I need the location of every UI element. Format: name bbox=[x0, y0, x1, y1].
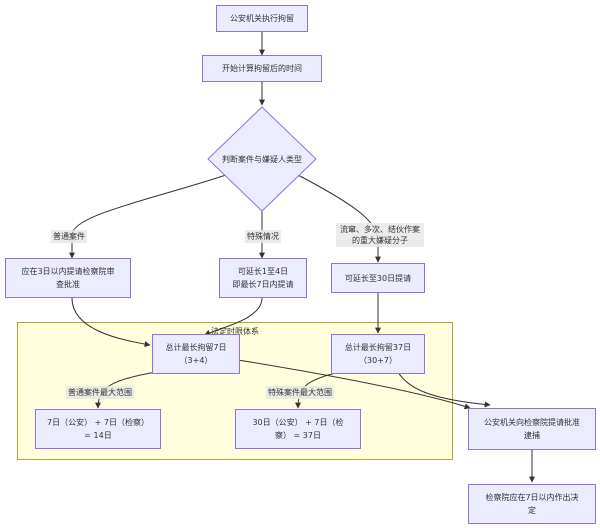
edge-decision-normal bbox=[69, 174, 227, 259]
node-total-37-line1: 总计最长拘留37日 bbox=[344, 343, 412, 352]
node-procuratorate-decide: 检察院应在7日以内作出决 定 bbox=[468, 484, 596, 524]
node-major-extend-text: 可延长至30日提请 bbox=[344, 273, 412, 283]
cluster-title: 法定时限体系 bbox=[211, 327, 259, 336]
edge-label-special-case: 特殊情况 bbox=[245, 230, 281, 243]
edge-special-total7 bbox=[204, 297, 263, 336]
decision-text: 判断案件与嫌疑人类型 bbox=[222, 155, 302, 164]
edge-label-normal-max: 普通案件最大范围 bbox=[66, 386, 134, 399]
node-special-extend-line2: 即最长7日内提请 bbox=[232, 280, 294, 289]
node-procuratorate-decide-line1: 检察院应在7日以内作出决 bbox=[485, 493, 579, 502]
edge-label-major-line1: 流窜、多次、结伙作案 bbox=[340, 225, 420, 234]
node-total-7-line2: （3+4） bbox=[179, 356, 213, 365]
edge-label-major-suspect: 流窜、多次、结伙作案 的重大嫌疑分子 bbox=[336, 223, 424, 247]
node-range-14: 7日（公安） + 7日（检察） = 14日 bbox=[35, 409, 161, 449]
node-range-14-line1: 7日（公安） + 7日（检察） bbox=[47, 418, 149, 427]
node-range-37-line2: 察） = 37日 bbox=[275, 431, 321, 440]
edge-total37-submit bbox=[397, 371, 491, 408]
decision-diamond bbox=[207, 106, 317, 212]
node-normal-apply-line1: 应在3日以内提请检察院审 bbox=[21, 267, 115, 276]
node-special-extend: 可延长1至4日 即最长7日内提请 bbox=[219, 258, 307, 298]
node-submit-arrest-line1: 公安机关向检察院提请批准 bbox=[484, 418, 580, 427]
node-total-37: 总计最长拘留37日 （30+7） bbox=[331, 334, 425, 374]
node-total-37-line2: （30+7） bbox=[359, 356, 397, 365]
node-total-7-line1: 总计最长拘留7日 bbox=[165, 343, 227, 352]
node-normal-apply: 应在3日以内提请检察院审 查批准 bbox=[5, 258, 131, 298]
node-procuratorate-decide-line2: 定 bbox=[528, 506, 536, 515]
edge-total7-range7 bbox=[95, 371, 157, 409]
node-police-detention-text: 公安机关执行拘留 bbox=[230, 14, 294, 23]
edge-normal-total7 bbox=[71, 297, 151, 348]
node-normal-apply-line2: 查批准 bbox=[56, 280, 80, 289]
node-range-37: 30日（公安） + 7日（检 察） = 37日 bbox=[235, 409, 361, 449]
edge-label-special-max: 特殊案件最大范围 bbox=[266, 386, 334, 399]
node-major-extend: 可延长至30日提请 bbox=[331, 263, 425, 293]
node-start-timing-text: 开始计算拘留后的时间 bbox=[222, 64, 302, 73]
node-range-14-line2: = 14日 bbox=[84, 431, 112, 440]
edge-total37-range37 bbox=[295, 371, 341, 409]
edge-label-major-line2: 的重大嫌疑分子 bbox=[352, 236, 408, 245]
node-range-37-line1: 30日（公安） + 7日（检 bbox=[252, 418, 344, 427]
node-special-extend-line1: 可延长1至4日 bbox=[237, 267, 289, 276]
node-submit-arrest: 公安机关向检察院提请批准 逮捕 bbox=[468, 408, 596, 450]
node-total-7: 总计最长拘留7日 （3+4） bbox=[152, 334, 240, 374]
node-start-timing: 开始计算拘留后的时间 bbox=[202, 55, 322, 82]
node-submit-arrest-line2: 逮捕 bbox=[524, 431, 540, 440]
edge-decision-major bbox=[297, 174, 381, 263]
edge-total7-submit bbox=[237, 359, 471, 410]
edge-label-normal-case: 普通案件 bbox=[51, 230, 87, 243]
node-police-detention: 公安机关执行拘留 bbox=[216, 5, 308, 32]
